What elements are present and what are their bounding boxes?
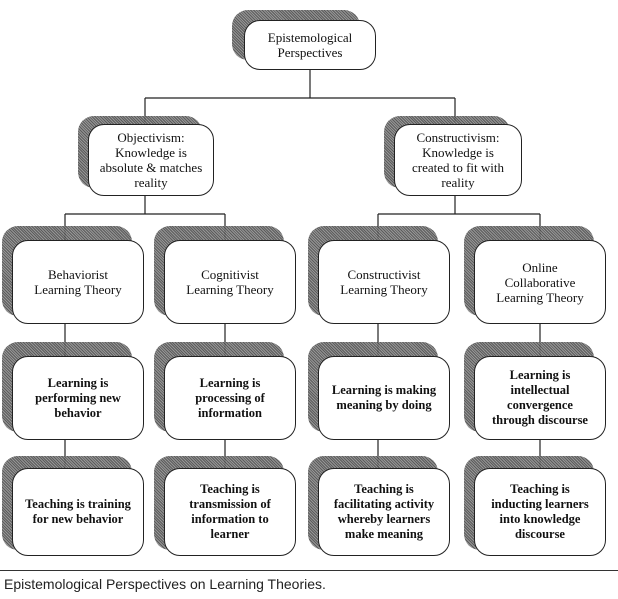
- node-constructivism-label: Constructivism: Knowledge is created to …: [411, 130, 505, 190]
- figure-caption: Epistemological Perspectives on Learning…: [4, 576, 326, 592]
- node-behaviorist-theory: Behaviorist Learning Theory: [12, 240, 144, 324]
- node-constructivism: Constructivism: Knowledge is created to …: [394, 124, 522, 196]
- node-cognitivist-label: Cognitivist Learning Theory: [186, 267, 274, 297]
- node-teaching-constructivist-label: Teaching is facilitating activity whereb…: [333, 482, 435, 541]
- node-constructivist-theory: Constructivist Learning Theory: [318, 240, 450, 324]
- root-node-epistemological-perspectives: Epistemological Perspectives: [244, 20, 376, 70]
- node-teaching-online-collaborative: Teaching is inducting learners into know…: [474, 468, 606, 556]
- root-node-label: Epistemological Perspectives: [267, 30, 353, 60]
- node-learning-cognitivist-label: Learning is processing of information: [195, 375, 265, 420]
- node-cognitivist-theory: Cognitivist Learning Theory: [164, 240, 296, 324]
- node-objectivism-label: Objectivism: Knowledge is absolute & mat…: [99, 130, 203, 190]
- node-teaching-behaviorist: Teaching is training for new behavior: [12, 468, 144, 556]
- node-learning-behaviorist: Learning is performing new behavior: [12, 356, 144, 440]
- node-constructivist-label: Constructivist Learning Theory: [340, 267, 428, 297]
- node-online-collaborative-theory: Online Collaborative Learning Theory: [474, 240, 606, 324]
- caption-divider: [0, 570, 618, 571]
- node-behaviorist-label: Behaviorist Learning Theory: [34, 267, 122, 297]
- node-teaching-cognitivist: Teaching is transmission of information …: [164, 468, 296, 556]
- node-teaching-behaviorist-label: Teaching is training for new behavior: [25, 497, 131, 526]
- node-teaching-cognitivist-label: Teaching is transmission of information …: [189, 482, 271, 541]
- node-learning-online-collaborative-label: Learning is intellectual convergence thr…: [492, 368, 588, 427]
- node-learning-cognitivist: Learning is processing of information: [164, 356, 296, 440]
- node-online-collaborative-label: Online Collaborative Learning Theory: [496, 259, 584, 305]
- node-learning-behaviorist-label: Learning is performing new behavior: [35, 375, 121, 420]
- node-teaching-online-collaborative-label: Teaching is inducting learners into know…: [491, 482, 589, 541]
- node-learning-constructivist-label: Learning is making meaning by doing: [331, 383, 437, 412]
- node-teaching-constructivist: Teaching is facilitating activity whereb…: [318, 468, 450, 556]
- node-objectivism: Objectivism: Knowledge is absolute & mat…: [88, 124, 214, 196]
- node-learning-constructivist: Learning is making meaning by doing: [318, 356, 450, 440]
- node-learning-online-collaborative: Learning is intellectual convergence thr…: [474, 356, 606, 440]
